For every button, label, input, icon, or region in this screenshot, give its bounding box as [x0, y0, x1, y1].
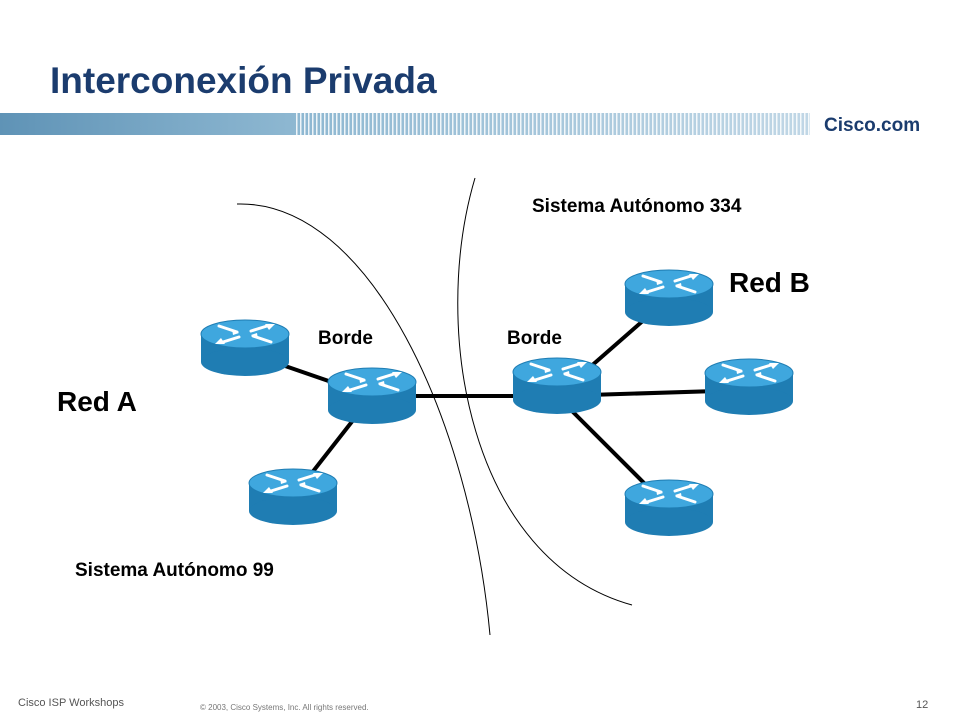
- border-right-label: Borde: [507, 328, 562, 349]
- as-boundary-left: [236, 203, 491, 636]
- router-icon: [511, 356, 603, 416]
- cisco-logo: Cisco.com: [824, 115, 921, 136]
- border-left-label: Borde: [318, 328, 373, 349]
- router-icon: [703, 357, 795, 417]
- header-bar: [0, 113, 960, 135]
- footer-copyright: © 2003, Cisco Systems, Inc. All rights r…: [200, 703, 369, 712]
- page-number: 12: [916, 699, 929, 711]
- network-a-label: Red A: [57, 386, 137, 417]
- as-334-label: Sistema Autónomo 334: [532, 196, 742, 217]
- router-icon: [199, 318, 291, 378]
- router-icon: [623, 478, 715, 538]
- router-icon: [326, 366, 418, 426]
- page-title: Interconexión Privada: [50, 60, 437, 101]
- network-b-label: Red B: [729, 267, 810, 298]
- as-99-label: Sistema Autónomo 99: [75, 560, 274, 581]
- router-icon: [623, 268, 715, 328]
- as-boundary-right: [457, 177, 633, 606]
- footer-source: Cisco ISP Workshops: [18, 697, 124, 709]
- router-icon: [247, 467, 339, 527]
